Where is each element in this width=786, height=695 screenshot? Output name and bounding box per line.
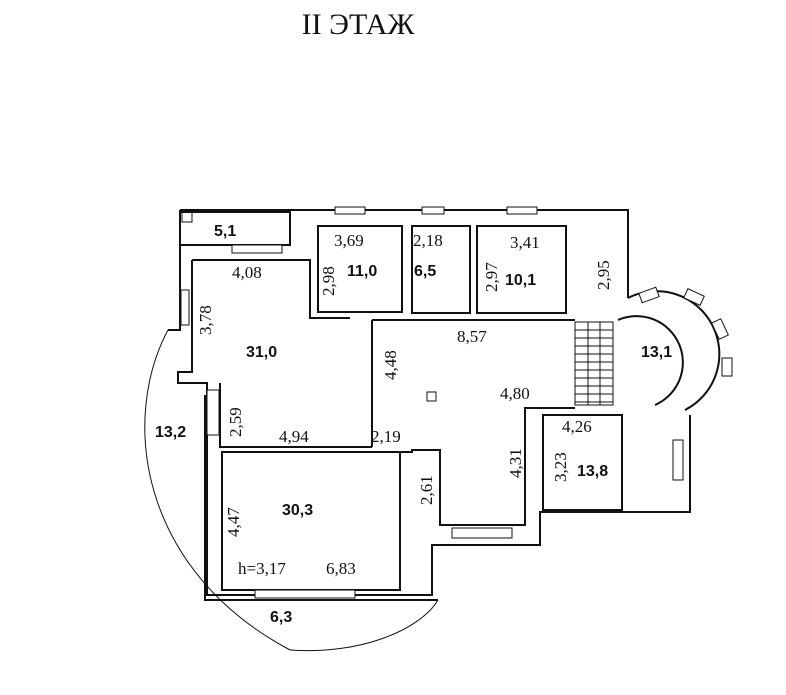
dim-hall-corridor: 2,19: [371, 427, 401, 446]
dim-d-height: h=3,17: [238, 559, 286, 578]
dim-living-left: 3,78: [196, 305, 215, 335]
dim-hall-right: 4,31: [506, 448, 525, 478]
dim-living-top: 4,08: [232, 263, 262, 282]
area-terrace-left: 13,2: [155, 424, 186, 441]
area-balcony-top: 5,1: [214, 223, 236, 240]
area-living: 31,0: [246, 344, 277, 361]
room-10-1: [476, 225, 567, 314]
area-room-d: 30,3: [282, 502, 313, 519]
dim-a-depth: 2,98: [319, 266, 338, 296]
area-balcony-bottom: 6,3: [270, 609, 292, 626]
dim-b-depth: 2,97: [482, 262, 501, 292]
dim-e-depth: 3,23: [551, 452, 570, 482]
living-room: [192, 259, 350, 319]
dim-hall-lower: 2,61: [417, 475, 436, 505]
floor-title: II ЭТАЖ: [0, 8, 786, 42]
dim-d-depth: 4,47: [224, 507, 243, 537]
dim-stair-width: 4,80: [500, 384, 530, 403]
dim-e-width: 4,26: [562, 417, 592, 436]
dim-living-lower-left: 2,59: [226, 407, 245, 437]
floor-title-text: II ЭТАЖ: [301, 8, 415, 41]
dim-b-width: 2,18: [413, 231, 443, 250]
dim-hall-left: 4,48: [381, 350, 400, 380]
area-tower: 13,1: [641, 344, 672, 361]
area-room-b: 6,5: [414, 263, 436, 280]
area-room-c: 10,1: [505, 272, 536, 289]
area-room-a: 11,0: [347, 263, 377, 280]
area-room-e: 13,8: [577, 463, 608, 480]
dim-living-bottom: 4,94: [279, 427, 309, 446]
windows: [180, 206, 733, 599]
dim-a-width: 3,69: [334, 231, 364, 250]
room-11: [317, 225, 403, 313]
dim-c-width: 3,41: [510, 233, 540, 252]
room-6-5: [411, 225, 471, 314]
dim-hall-width: 8,57: [457, 327, 487, 346]
dim-d-width: 6,83: [326, 559, 356, 578]
staircase[interactable]: [574, 321, 614, 406]
terrace-arc: [144, 329, 291, 651]
dim-c-depth: 2,95: [594, 260, 613, 290]
room-13-8: [542, 414, 623, 511]
column: [426, 391, 437, 402]
